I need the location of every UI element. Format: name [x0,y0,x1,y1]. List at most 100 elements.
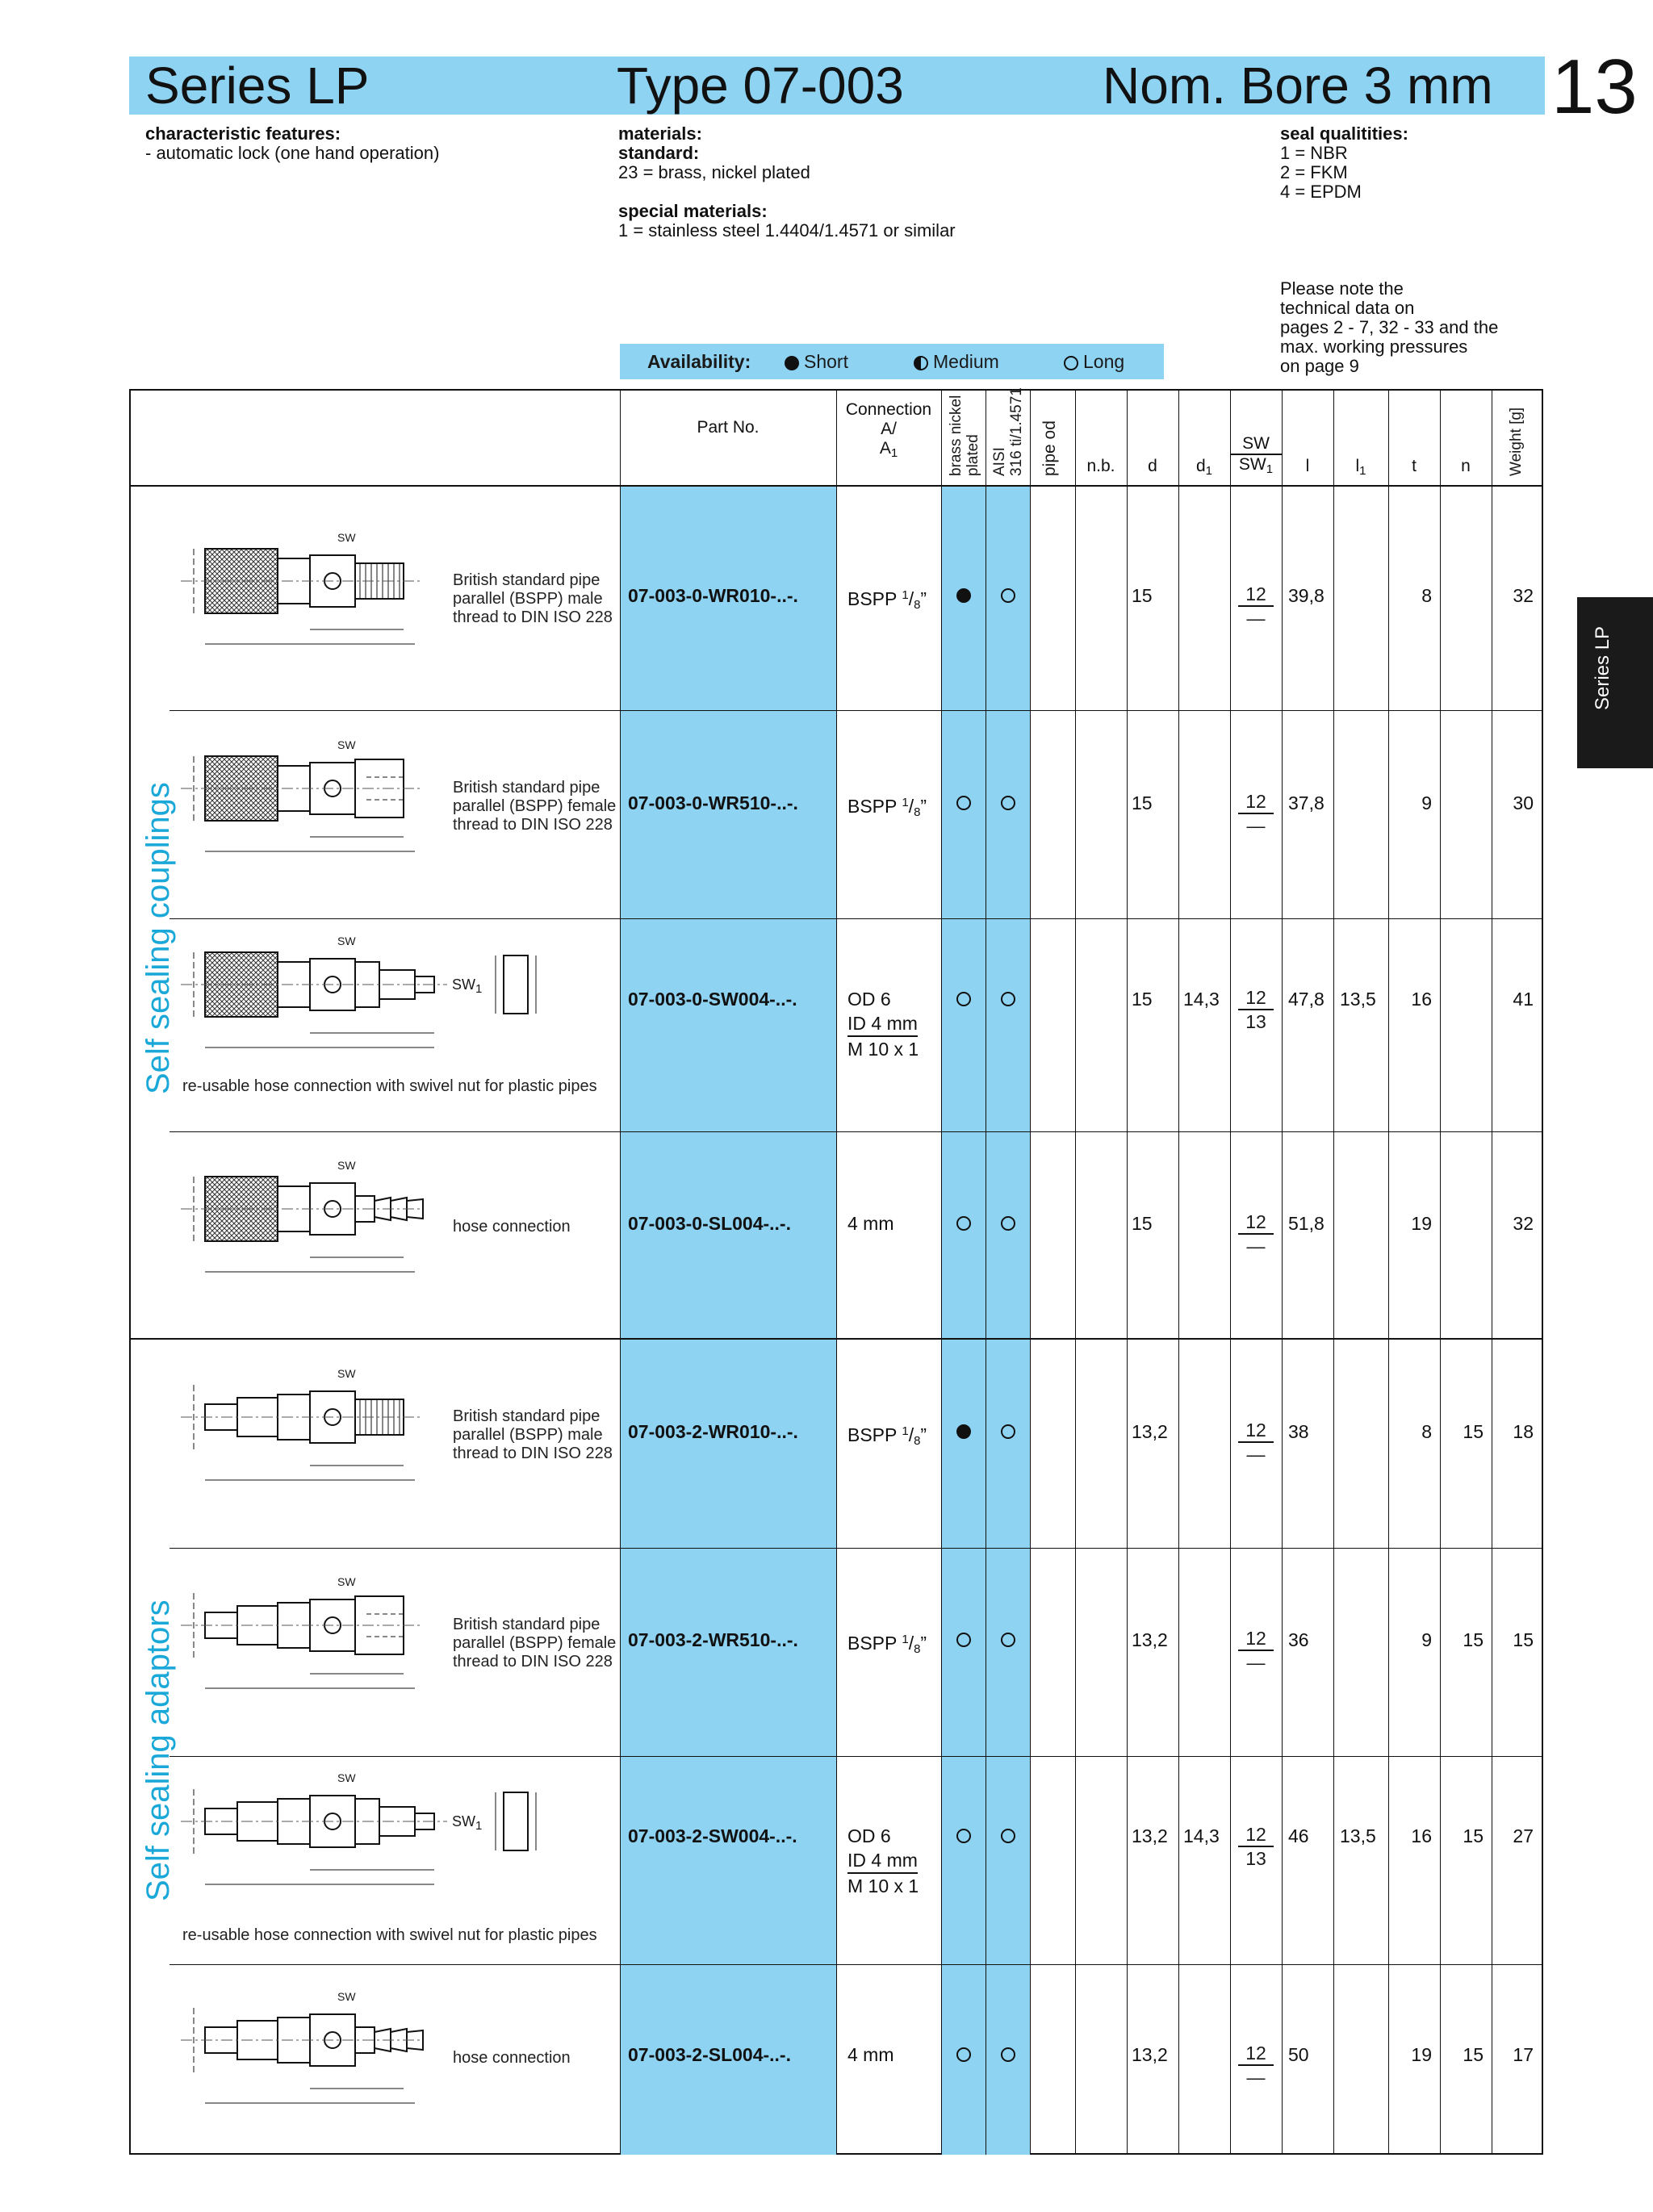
col-d: d [1148,457,1157,475]
value-sw-bottom: 13 [1245,1848,1266,1869]
value-sw: 12— [1238,790,1274,837]
note-line: technical data on [1280,298,1415,318]
connection-line: BSPP 1/8” [847,796,927,819]
col-sw: SW SW1 [1230,434,1282,479]
description-line: parallel (BSPP) male [453,589,603,608]
open-circle-icon [1001,2047,1015,2062]
value-weight: 18 [1513,1421,1534,1442]
col-aisi: AISI 316 ti/1.4571 [991,387,1025,476]
row-divider [129,485,1543,487]
col-brass: brass nickel plated [948,395,981,476]
open-circle-icon [956,2047,971,2062]
column-divider [1030,389,1031,2155]
legend-medium-label: Medium [933,351,999,372]
open-circle-icon [1001,1829,1015,1843]
value-t: 8 [1421,585,1432,606]
bore-title: Nom. Bore 3 mm [1103,56,1493,115]
seal-item: 2 = FKM [1280,162,1348,182]
column-divider [941,389,942,2155]
col-nb: n.b. [1086,457,1115,475]
legend-long-label: Long [1083,351,1125,372]
col-connection-label: Connection [845,400,932,419]
connection-value: 4 mm [847,1211,894,1236]
connection-line: M 10 x 1 [847,1875,919,1896]
description-line: parallel (BSPP) female [453,1633,617,1652]
connection-line: M 10 x 1 [847,1039,919,1060]
value-l: 38 [1288,1421,1309,1442]
note-line: Please note the [1280,278,1404,299]
filled-circle-icon [956,588,971,603]
connection-value: 4 mm [847,2043,894,2067]
row-divider [129,1338,1543,1340]
side-tab-label: Series LP [1592,625,1613,710]
row-description: hose connection [453,2049,571,2068]
row-divider [169,1756,1543,1757]
value-d1: 14,3 [1183,989,1220,1010]
part-number: 07-003-0-WR510-..-. [628,792,798,813]
row-divider [169,918,1543,919]
value-n: 15 [1463,1629,1484,1650]
note-block: Please note the technical data on pages … [1280,279,1498,376]
value-sw-bottom: — [1246,1444,1266,1465]
col-brass-line1: brass nickel [948,395,965,476]
value-l1: 13,5 [1340,1825,1376,1846]
connection-line: 4 mm [847,1213,894,1234]
col-l: l [1305,457,1310,475]
value-weight: 17 [1513,2044,1534,2065]
description-line: parallel (BSPP) male [453,1425,603,1444]
column-divider [1388,389,1389,2155]
description-line: British standard pipe [453,571,601,589]
seal-item: 1 = NBR [1280,143,1348,163]
value-d1: 14,3 [1183,1825,1220,1846]
connection-line: ID 4 mm [847,1848,918,1874]
part-column-fill [620,485,836,2155]
legend-short: Short [785,344,848,379]
seal-item: 4 = EPDM [1280,182,1362,202]
special-title: special materials: [618,201,768,221]
connection-line: ID 4 mm [847,1011,918,1037]
open-circle-icon [956,796,971,810]
legend-short-label: Short [804,351,848,372]
open-circle-icon [956,992,971,1006]
value-weight: 32 [1513,1213,1534,1234]
special-line: 1 = stainless steel 1.4404/1.4571 or sim… [618,220,956,240]
col-d1: d1 [1195,457,1213,478]
value-t: 9 [1421,792,1432,813]
features-block: characteristic features: - automatic loc… [145,124,439,163]
row-description: hose connection [453,1218,571,1236]
col-aisi-line1: AISI [991,447,1008,476]
connection-line: BSPP 1/8” [847,1424,927,1448]
value-sw: 12— [1238,1627,1274,1674]
value-sw-bottom: — [1246,815,1266,836]
col-weight: Weight [g] [1508,407,1525,476]
value-sw-bottom: — [1246,1652,1266,1673]
column-divider [1333,389,1334,2155]
column-divider [620,389,621,2155]
value-sw-top: 12 [1238,1627,1274,1651]
open-circle-icon [956,1633,971,1647]
value-d: 13,2 [1132,2044,1168,2065]
connection-line: 4 mm [847,2044,894,2065]
col-l1: l1 [1355,457,1366,478]
col-aisi-line2: 316 ti/1.4571 [1008,387,1025,476]
open-circle-icon [1001,1216,1015,1231]
column-divider [1127,389,1128,2155]
value-l: 46 [1288,1825,1309,1846]
drawing-label-sw: SW [337,738,356,751]
filled-circle-icon [956,1424,971,1439]
part-number: 07-003-0-SL004-..-. [628,1213,791,1234]
description-line: thread to DIN ISO 228 [453,1652,613,1670]
value-sw-top: 12 [1238,1419,1274,1443]
open-circle-icon [1001,992,1015,1006]
value-l: 37,8 [1288,792,1324,813]
technical-drawing [181,1176,424,1273]
description-line: thread to DIN ISO 228 [453,608,613,626]
value-l: 50 [1288,2044,1309,2065]
note-line: max. working pressures [1280,337,1468,357]
section-couplings: Self sealing couplings [140,782,176,1094]
